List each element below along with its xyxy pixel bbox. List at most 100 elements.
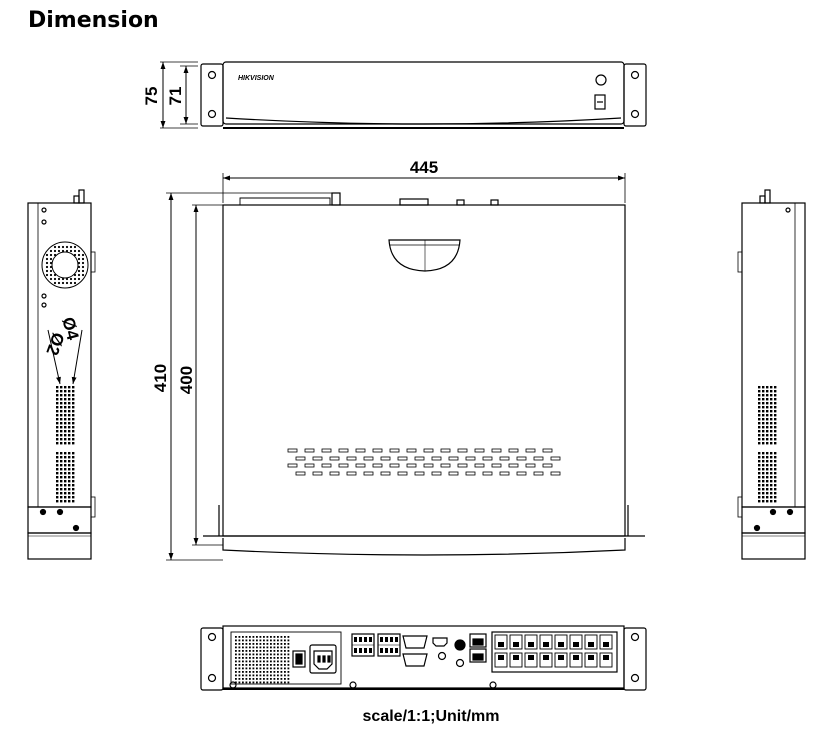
psu-grille-hole: [256, 660, 258, 663]
front-view: [160, 61, 647, 129]
psu-grille-hole: [270, 674, 272, 677]
vent-hole: [762, 472, 765, 475]
vent-slot: [304, 463, 315, 468]
psu-grille-hole: [270, 660, 272, 663]
vent-hole: [762, 492, 765, 495]
poe-port-icon: [509, 634, 523, 650]
vent-hole: [60, 488, 63, 491]
psu-grille-hole: [256, 667, 258, 670]
vent-hole: [64, 426, 67, 429]
psu-grille-hole: [287, 650, 290, 652]
dim-label-445: 445: [410, 158, 438, 177]
vent-hole: [758, 480, 761, 483]
psu-grille-hole: [277, 660, 279, 663]
lan-port-icon: [469, 633, 487, 648]
vent-hole: [770, 390, 773, 393]
vent-hole: [56, 414, 59, 417]
psu-grille-hole: [287, 660, 290, 663]
fan-grille-dot: [69, 281, 73, 285]
front-right-ear-hole: [630, 70, 640, 80]
dim-label-400: 400: [177, 366, 196, 394]
vent-slot: [312, 456, 323, 461]
fan-grille-dot: [65, 245, 69, 249]
psu-grille-hole: [270, 667, 272, 670]
psu-grille-hole: [256, 639, 258, 642]
psu-grille-hole: [266, 678, 269, 680]
psu-grille-hole: [287, 667, 290, 670]
vent-hole: [758, 386, 761, 389]
psu-grille-hole: [256, 657, 258, 659]
fan-grille-dot: [81, 253, 85, 257]
terminal-pin: [390, 637, 393, 642]
psu-grille-hole: [273, 650, 276, 652]
vent-slot: [448, 471, 459, 476]
psu-grille-hole: [242, 653, 244, 656]
vent-slot: [355, 463, 366, 468]
vent-hole: [72, 464, 75, 467]
vent-hole: [56, 480, 59, 483]
fan-grille-dot: [73, 281, 77, 285]
fan-grille-dot: [53, 281, 57, 285]
fan-grille-dot: [61, 245, 65, 249]
vent-hole: [64, 430, 67, 433]
dim-label-71: 71: [166, 87, 185, 106]
vent-slot: [329, 456, 340, 461]
psu-grille-hole: [235, 639, 237, 642]
fan-grille-dot: [77, 253, 81, 257]
psu-grille-hole: [273, 643, 276, 645]
psu-grille-hole: [263, 639, 265, 642]
psu-grille-hole: [273, 660, 276, 663]
vent-hole: [758, 500, 761, 503]
front-right-rack-ear: [623, 63, 647, 127]
fan-grille-dot: [49, 265, 53, 269]
poe-port-latch: [588, 642, 594, 647]
vent-hole: [774, 492, 777, 495]
vent-hole: [762, 430, 765, 433]
front-panel: [222, 61, 625, 125]
vent-hole: [770, 460, 773, 463]
psu-grille-hole: [270, 671, 272, 673]
vent-slot: [406, 463, 417, 468]
vent-hole: [774, 488, 777, 491]
psu-grille-hole: [266, 639, 269, 642]
vent-hole: [56, 476, 59, 479]
psu-grille-hole: [266, 667, 269, 670]
vent-hole: [60, 410, 63, 413]
fan-grille-dot: [45, 269, 49, 273]
psu-grille-hole: [270, 639, 272, 642]
vent-hole: [758, 418, 761, 421]
psu-grille-hole: [249, 643, 251, 645]
vent-slot: [372, 448, 383, 453]
vent-hole: [770, 398, 773, 401]
vent-hole: [766, 398, 769, 401]
psu-grille-hole: [277, 667, 279, 670]
psu-grille-hole: [256, 646, 258, 649]
fan-grille-dot: [57, 277, 61, 281]
psu-grille-hole: [287, 643, 290, 645]
psu-grille-hole: [259, 636, 262, 638]
psu-grille-hole: [252, 650, 255, 652]
right-side-view: [737, 189, 806, 560]
vent-hole: [60, 468, 63, 471]
dim-label-410: 410: [151, 364, 170, 392]
psu-grille-hole: [277, 674, 279, 677]
vent-hole: [72, 418, 75, 421]
vent-hole: [758, 456, 761, 459]
vent-hole: [60, 398, 63, 401]
vent-hole: [60, 442, 63, 445]
psu-grille-hole: [277, 678, 279, 680]
psu-grille-hole: [284, 667, 286, 670]
fan-grille-dot: [61, 281, 65, 285]
vent-hole: [774, 460, 777, 463]
vent-hole: [758, 476, 761, 479]
vent-hole: [774, 398, 777, 401]
psu-grille-hole: [252, 667, 255, 670]
psu-grille-hole: [245, 667, 248, 670]
psu-grille-hole: [245, 639, 248, 642]
vent-hole: [774, 456, 777, 459]
vent-slot: [389, 448, 400, 453]
psu-grille-hole: [238, 643, 241, 645]
psu-grille-hole: [242, 639, 244, 642]
psu-grille-hole: [280, 653, 283, 656]
vent-hole: [64, 456, 67, 459]
